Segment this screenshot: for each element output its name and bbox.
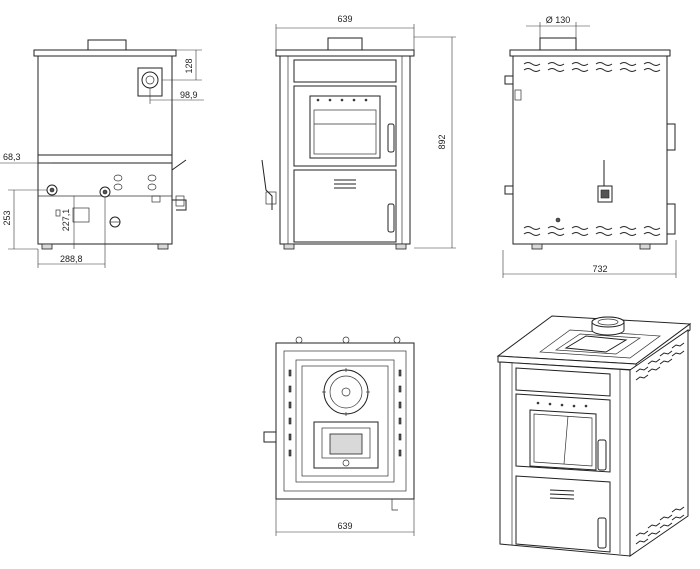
iso-firebox-door [515,475,611,553]
rear-top-plate [33,49,177,57]
front-view: 639 892 [261,14,456,250]
top-view: 639 [263,336,415,536]
top-hotplate [323,369,369,415]
front-top-plate [275,49,415,57]
side-lower-vents [523,226,661,236]
iso-oven-window [529,409,597,471]
side-top-plate [509,49,671,57]
dim-flue-diameter: Ø 130 [546,15,571,25]
rear-view: 128 98,9 68,3 253 227,1 288,8 [0,39,204,268]
iso-side-face [629,329,689,557]
dim-rear-bottom-width: 288,8 [60,254,83,264]
front-oven-handle [387,123,395,153]
iso-firebox-handle [597,517,607,549]
dim-rear-height-inlet: 227,1 [61,209,71,232]
dim-height: 892 [437,134,447,149]
side-handle-upper [666,123,676,151]
dim-rear-height-outlet: 253 [2,210,12,225]
rear-flue-collar [87,39,127,51]
dim-rear-right-offset: 98,9 [180,90,198,100]
dim-rear-top-offset: 128 [184,58,194,73]
iso-oven-handle [597,439,607,471]
front-firebox-handle [387,203,395,233]
side-flue-collar [539,37,577,51]
side-upper-vents [523,62,661,72]
side-view: Ø 130 [502,15,677,278]
front-firebox-door [293,169,397,243]
front-oven-window [309,95,381,159]
side-handle-lower [666,203,676,235]
top-outline [275,342,415,500]
dim-top-width: 639 [337,521,352,531]
isometric-view [496,315,692,557]
iso-side-vents [635,342,685,545]
dim-side-depth: 732 [592,264,607,274]
front-flue-collar [327,37,363,51]
side-body [512,55,668,245]
dim-rear-left-offset: 68,3 [3,152,21,162]
dim-front-width: 639 [337,14,352,24]
